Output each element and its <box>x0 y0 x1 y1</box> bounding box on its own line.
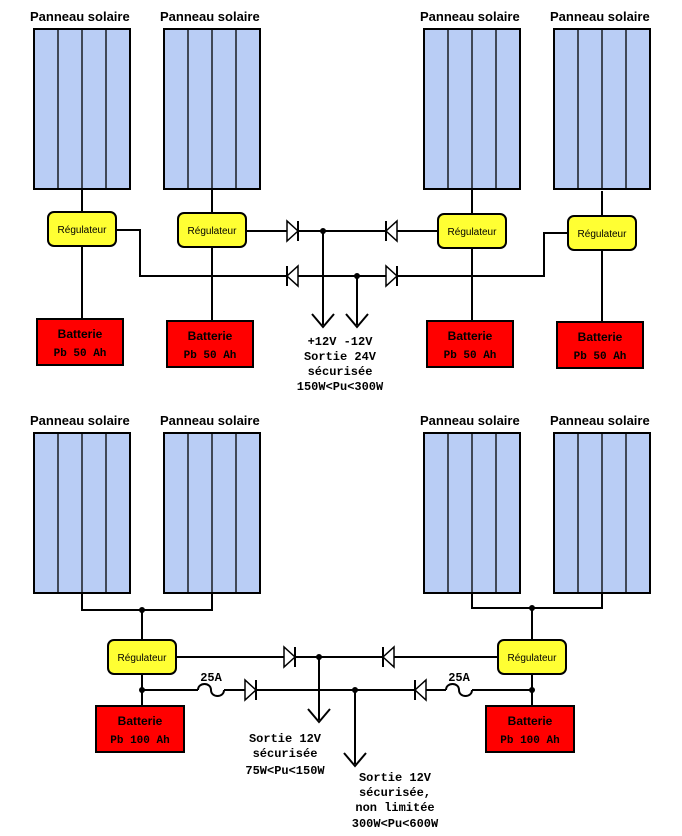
top-diagram: Panneau solaire Panneau solaire Panneau … <box>30 9 651 394</box>
battery-label: Batterie <box>508 714 553 728</box>
svg-text:sécurisée: sécurisée <box>308 365 373 379</box>
battery: Batterie Pb 50 Ah <box>556 321 644 369</box>
svg-text:Sortie 12V: Sortie 12V <box>359 771 432 785</box>
diode <box>283 645 297 669</box>
diode <box>381 645 395 669</box>
panel-title: Panneau solaire <box>160 413 260 428</box>
regulator: Régulateur <box>107 639 177 675</box>
panel-title: Panneau solaire <box>160 9 260 24</box>
solar-panel <box>33 28 131 190</box>
battery: Batterie Pb 50 Ah <box>426 320 514 368</box>
solar-panel <box>423 28 521 190</box>
svg-text:150W<Pu<300W: 150W<Pu<300W <box>297 380 384 394</box>
fuse-label: 25A <box>200 671 222 685</box>
battery-label: Batterie <box>188 329 233 343</box>
battery-capacity: Pb 100 Ah <box>500 735 559 747</box>
diode <box>384 219 398 243</box>
svg-text:sécurisée,: sécurisée, <box>359 786 431 800</box>
battery-capacity: Pb 100 Ah <box>110 735 169 747</box>
top-output-label: +12V -12V Sortie 24V sécurisée 150W<Pu<3… <box>297 335 384 394</box>
battery-capacity: Pb 50 Ah <box>184 350 237 362</box>
regulator: Régulateur <box>497 639 567 675</box>
regulator: Régulateur <box>47 211 117 247</box>
regulator-label: Régulateur <box>58 225 108 236</box>
panel-title: Panneau solaire <box>30 413 130 428</box>
battery: Batterie Pb 100 Ah <box>95 705 185 753</box>
bottom-output-label-12v-limited: Sortie 12V sécurisée 75W<Pu<150W <box>245 732 325 778</box>
battery: Batterie Pb 100 Ah <box>485 705 575 753</box>
svg-text:300W<Pu<600W: 300W<Pu<600W <box>352 817 439 831</box>
panel-title: Panneau solaire <box>420 413 520 428</box>
battery-label: Batterie <box>58 327 103 341</box>
battery-capacity: Pb 50 Ah <box>444 350 497 362</box>
regulator-label: Régulateur <box>188 226 238 237</box>
diode <box>413 678 427 702</box>
svg-text:sécurisée: sécurisée <box>253 747 318 761</box>
battery-capacity: Pb 50 Ah <box>574 351 627 363</box>
fuse-label: 25A <box>448 671 470 685</box>
panel-title: Panneau solaire <box>30 9 130 24</box>
panel-title: Panneau solaire <box>550 413 650 428</box>
diode <box>244 678 258 702</box>
svg-text:Sortie 24V: Sortie 24V <box>304 350 377 364</box>
solar-panel <box>423 432 521 594</box>
svg-text:+12V -12V: +12V -12V <box>308 335 374 349</box>
battery: Batterie Pb 50 Ah <box>166 320 254 368</box>
regulator: Régulateur <box>177 212 247 248</box>
regulator: Régulateur <box>437 213 507 249</box>
solar-panel <box>33 432 131 594</box>
svg-text:non limitée: non limitée <box>355 801 434 815</box>
regulator-label: Régulateur <box>508 653 558 664</box>
battery-label: Batterie <box>118 714 163 728</box>
svg-text:Sortie 12V: Sortie 12V <box>249 732 322 746</box>
diode <box>385 264 399 288</box>
bottom-output-label-12v-unlimited: Sortie 12V sécurisée, non limitée 300W<P… <box>352 771 439 831</box>
regulator-label: Régulateur <box>448 227 498 238</box>
panel-title: Panneau solaire <box>550 9 650 24</box>
battery-label: Batterie <box>448 329 493 343</box>
solar-panel <box>553 432 651 594</box>
solar-panel <box>163 432 261 594</box>
solar-panel <box>163 28 261 190</box>
regulator-label: Régulateur <box>578 229 628 240</box>
battery: Batterie Pb 50 Ah <box>36 318 124 366</box>
diode <box>285 264 299 288</box>
diode <box>286 219 300 243</box>
battery-capacity: Pb 50 Ah <box>54 348 107 360</box>
panel-title: Panneau solaire <box>420 9 520 24</box>
solar-panel <box>553 28 651 190</box>
regulator-label: Régulateur <box>118 653 168 664</box>
battery-label: Batterie <box>578 330 623 344</box>
svg-text:75W<Pu<150W: 75W<Pu<150W <box>245 764 325 778</box>
regulator: Régulateur <box>567 215 637 251</box>
bottom-diagram: Panneau solaire Panneau solaire Panneau … <box>30 413 651 831</box>
